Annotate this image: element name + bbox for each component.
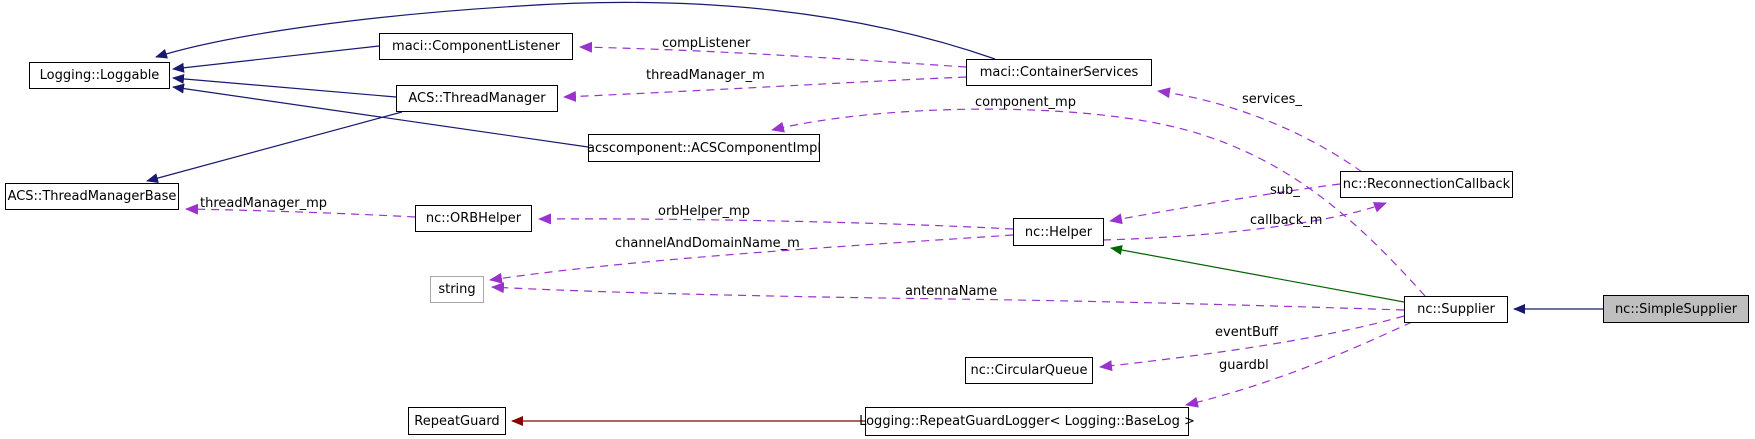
node-nc-supplier[interactable]: nc::Supplier (1404, 296, 1508, 323)
edge-usage-eventbuff (1099, 315, 1405, 372)
node-nc-reconnection-callback[interactable]: nc::ReconnectionCallback (1340, 171, 1513, 198)
edge-usage-callback-m (1102, 202, 1387, 241)
edge-label-component-mp: component_mp (975, 95, 1076, 110)
node-nc-helper[interactable]: nc::Helper (1013, 218, 1104, 246)
edge-label-eventbuff: eventBuff (1215, 325, 1279, 340)
edge-label-complistener: compListener (662, 36, 751, 51)
node-repeat-guard-logger[interactable]: Logging::RepeatGuardLogger< Logging::Bas… (859, 407, 1195, 436)
node-nc-simple-supplier[interactable]: nc::SimpleSupplier (1603, 295, 1749, 323)
edge-label-orbhelper-mp: orbHelper_mp (658, 204, 750, 219)
edge-inheritance-acscomponentimpl-to-loggable (172, 83, 589, 148)
edge-label-services: services_ (1242, 92, 1302, 107)
edge-inheritance-threadmanager-to-threadmanagerbase (146, 111, 403, 183)
edge-usage-sub (1109, 183, 1341, 225)
edge-label-threadmanager-m: threadManager_m (646, 68, 765, 83)
node-maci-component-listener[interactable]: maci::ComponentListener (379, 33, 573, 60)
edge-label-sub: sub_ (1270, 183, 1300, 198)
node-repeat-guard[interactable]: RepeatGuard (408, 407, 506, 435)
edge-usage-component-mp (771, 108, 1426, 297)
node-nc-orbhelper[interactable]: nc::ORBHelper (415, 205, 532, 232)
edge-usage-complistener (579, 41, 967, 68)
edge-usage-services (1157, 87, 1363, 173)
edge-inheritance-threadmanager-to-loggable (172, 73, 397, 98)
edge-label-threadmanager-mp: threadManager_mp (200, 196, 328, 211)
edge-usage-threadmanager-m (563, 76, 967, 102)
edge-label-guardbl: guardbl (1219, 358, 1269, 373)
edge-label-antennaname: antennaName (905, 284, 998, 299)
edge-inheritance-containerservices-to-loggable (155, 1, 996, 60)
edge-usage-orbhelper-mp (538, 213, 1014, 230)
edge-inheritance-componentlistener-to-loggable (172, 45, 380, 73)
node-acs-thread-manager-base[interactable]: ACS::ThreadManagerBase (5, 183, 179, 210)
edge-label-channelanddomainname-m: channelAndDomainName_m (615, 236, 800, 251)
node-acs-thread-manager[interactable]: ACS::ThreadManager (396, 85, 558, 112)
node-acscomponent-impl[interactable]: acscomponent::ACSComponentImpl (587, 134, 821, 162)
edge-usage-threadmanager-mp (185, 203, 416, 218)
edge-label-callback-m: callback_m (1250, 213, 1323, 228)
node-nc-circular-queue[interactable]: nc::CircularQueue (965, 357, 1093, 384)
edge-usage-antennaname (491, 282, 1405, 311)
edge-inheritance-supplier-to-helper (1110, 245, 1405, 303)
edge-usage-channelanddomainname-m (489, 234, 1014, 284)
edge-usage-guardbl (1185, 321, 1413, 408)
node-string[interactable]: string (430, 276, 484, 303)
node-logging-loggable[interactable]: Logging::Loggable (29, 62, 170, 89)
node-maci-container-services[interactable]: maci::ContainerServices (966, 59, 1152, 86)
